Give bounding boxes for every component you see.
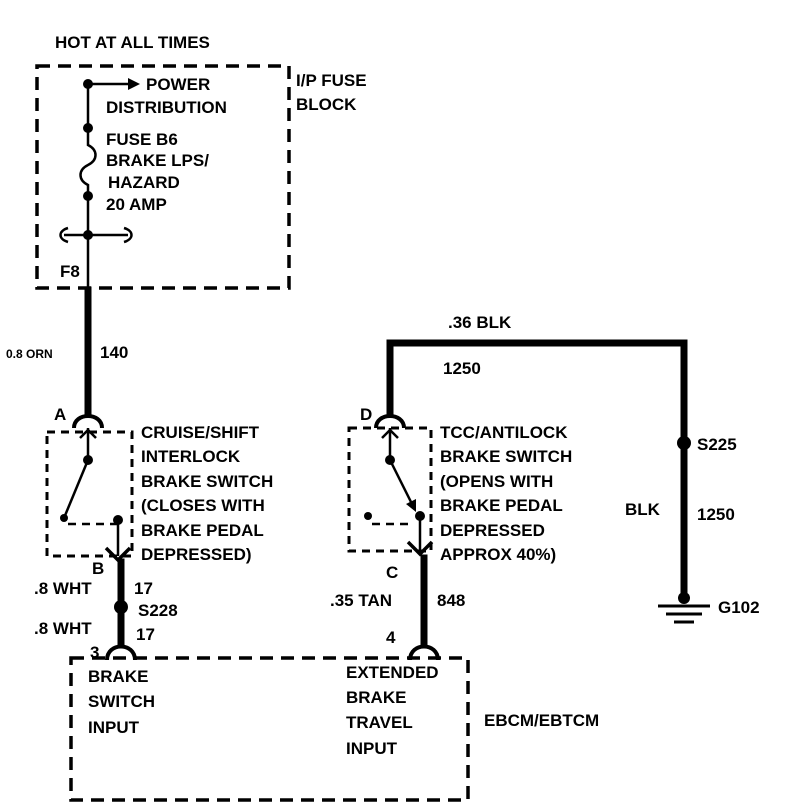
fuse-block-name-line2: BLOCK [296,95,357,114]
cruise-connector-a-symbol [72,414,104,429]
tcc-connector-d: D [360,405,372,424]
fuse-block-name-line1: I/P FUSE [296,71,367,90]
wire-1250: .36 BLK 1250 S225 BLK 1250 G102 [386,313,760,624]
wire-1250-top-circuit: 1250 [443,359,481,378]
fuse-label-line2: BRAKE LPS/ [106,151,209,170]
ebcm-right-line1: EXTENDED [346,663,439,682]
cruise-switch-line4: (CLOSES WITH [141,496,265,515]
tcc-switch-line4: BRAKE PEDAL [440,496,563,515]
tcc-switch-blade [388,459,416,509]
ebcm-right-line2: BRAKE [346,688,406,707]
splice-s225-node [677,436,691,450]
ground-g102-node [678,592,690,604]
tcc-switch-open-contact [364,512,372,520]
splice-s228-label: S228 [138,601,178,620]
cruise-switch-open-contact [60,514,68,522]
fuse-label-line4: 20 AMP [106,195,167,214]
tcc-switch-line6: APPROX 40%) [440,545,556,564]
wire-1250-line [386,339,688,602]
tcc-switch-line3: (OPENS WITH [440,472,553,491]
cruise-switch-line6: DEPRESSED) [141,545,252,564]
cruise-switch-line2: INTERLOCK [141,447,241,466]
ground-g102-label: G102 [718,598,760,617]
ebcm-pin-4-connector [408,644,440,661]
cruise-connector-a: A [54,405,66,424]
wire-17-lower-circuit: 17 [136,625,155,644]
tcc-switch-line5: DEPRESSED [440,521,545,540]
cruise-switch-line3: BRAKE SWITCH [141,472,273,491]
tcc-switch-entry-arrow [381,428,399,439]
wire-17-upper-gauge: .8 WHT [34,579,92,598]
ebcm-left-line2: SWITCH [88,692,155,711]
terminal-bracket-left [59,226,69,244]
terminal-node [83,230,93,240]
cruise-switch-line1: CRUISE/SHIFT [141,423,260,442]
tcc-antilock-brake-switch: D C TCC/ANTILOCK BRAKE SWITCH (OPENS WIT… [347,405,572,582]
cruise-switch-blade [62,459,90,519]
tcc-connector-c-symbol [406,540,434,557]
power-arrow-head [128,78,140,90]
tcc-connector-d-symbol [374,414,406,429]
cruise-shift-interlock-switch: A B CRUISE/SHIFT INTERLOCK BRAKE SWITCH … [45,405,273,578]
ebcm-name-label: EBCM/EBTCM [484,711,599,730]
ebcm-left-line3: INPUT [88,718,140,737]
power-label-line2: DISTRIBUTION [106,98,227,117]
wire-1250-right-color: BLK [625,500,661,519]
wire-1250-top-gauge: .36 BLK [448,313,512,332]
cruise-switch-entry-arrow [79,428,97,439]
wire-140-circuit: 140 [100,343,128,362]
hot-at-all-times-label: HOT AT ALL TIMES [55,33,210,52]
wire-140-gauge: 0.8 ORN [6,347,53,361]
ebcm-left-line1: BRAKE [88,667,148,686]
tcc-switch-line1: TCC/ANTILOCK [440,423,568,442]
terminal-f8-label: F8 [60,262,80,281]
splice-s228-node [114,600,128,614]
ebcm-ebtcm-module: 3 EBCM/EBTCM BRAKE SWITCH INPUT EXTENDED… [69,643,599,802]
ebcm-pin-4-label: 4 [386,628,396,647]
tcc-switch-line2: BRAKE SWITCH [440,447,572,466]
ip-fuse-block: I/P FUSE BLOCK POWER DISTRIBUTION FUSE B… [35,64,367,290]
wire-140: 0.8 ORN 140 [6,286,128,416]
cruise-connector-b: B [92,559,104,578]
wire-1250-right-circuit: 1250 [697,505,735,524]
tcc-switch-outline [347,426,433,553]
ebcm-outline [69,656,470,802]
wire-17-lower-gauge: .8 WHT [34,619,92,638]
wire-17-upper-circuit: 17 [134,579,153,598]
tcc-connector-c: C [386,563,398,582]
fuse-label-line1: FUSE B6 [106,130,178,149]
terminal-bracket-right [123,226,133,244]
wire-848-gauge: .35 TAN [330,591,392,610]
ebcm-right-line4: INPUT [346,739,398,758]
cruise-switch-line5: BRAKE PEDAL [141,521,264,540]
ebcm-pin-3-label: 3 [90,643,99,662]
splice-s225-label: S225 [697,435,737,454]
power-label-line1: POWER [146,75,210,94]
wire-848: .35 TAN 848 4 [330,554,465,661]
fuse-label-line3: HAZARD [108,173,180,192]
ebcm-right-line3: TRAVEL [346,713,413,732]
ebcm-pin-3-connector [105,644,137,661]
fuse-b6-symbol [79,128,97,196]
wire-17: .8 WHT 17 S228 .8 WHT 17 [34,558,178,661]
wire-848-circuit: 848 [437,591,465,610]
fuse-block-outline [35,64,291,290]
tcc-switch-blade-arrow [406,499,416,512]
